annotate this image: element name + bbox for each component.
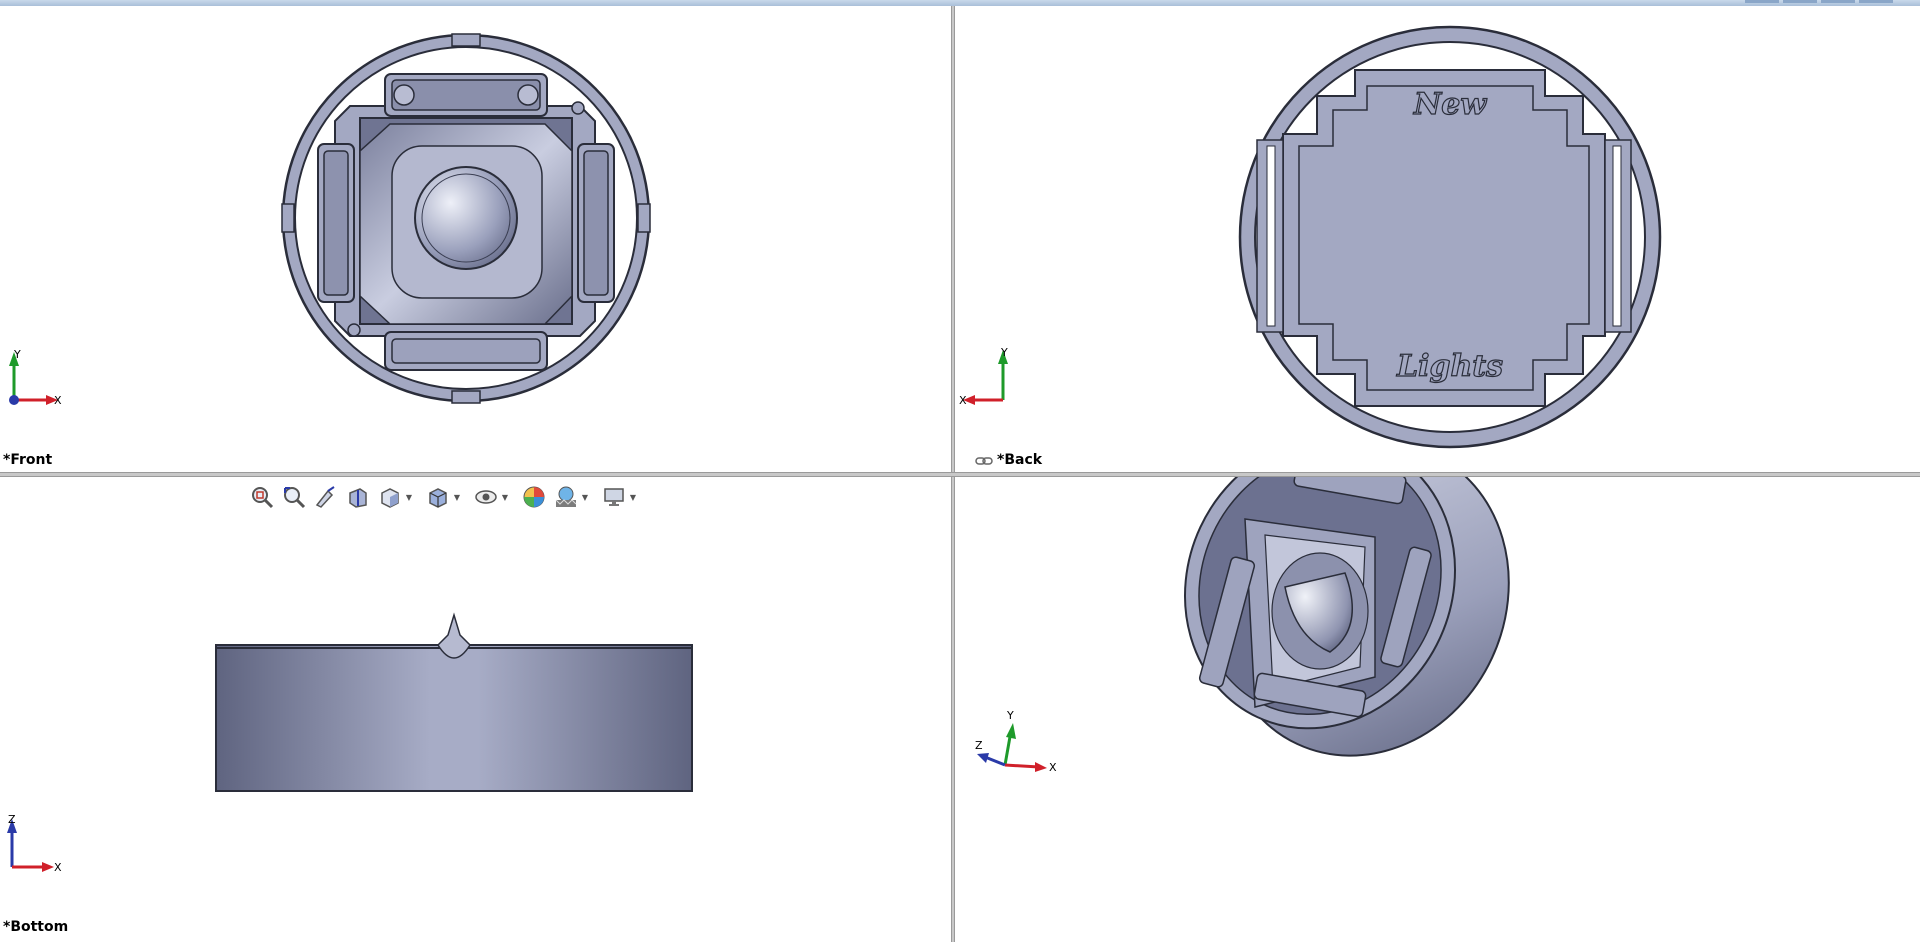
minimize-button[interactable] xyxy=(1745,0,1779,3)
viewport-isometric[interactable]: Y Z X xyxy=(955,477,1920,942)
axis-triad-front xyxy=(9,352,58,405)
axis-y-label: Y xyxy=(14,348,21,361)
link-icon[interactable] xyxy=(975,456,993,466)
front-view-model xyxy=(9,33,651,405)
view-orientation-dropdown[interactable]: ▼ xyxy=(405,492,413,502)
engraving-top: New xyxy=(1413,87,1488,122)
display-style-icon[interactable] xyxy=(424,483,452,511)
hide-show-items-icon[interactable] xyxy=(472,483,500,511)
apply-scene-dropdown[interactable]: ▼ xyxy=(581,492,589,502)
previous-view-icon[interactable] xyxy=(312,483,340,511)
view-settings-icon[interactable] xyxy=(600,483,628,511)
axis-x-label: X xyxy=(1049,761,1057,774)
axis-x-label: X xyxy=(54,394,62,407)
tile-button[interactable] xyxy=(1821,0,1855,3)
zoom-to-fit-icon[interactable] xyxy=(248,483,276,511)
zoom-to-area-icon[interactable] xyxy=(280,483,308,511)
restore-button[interactable] xyxy=(1783,0,1817,3)
display-style-dropdown[interactable]: ▼ xyxy=(453,492,461,502)
axis-triad-back xyxy=(963,350,1008,405)
view-orientation-icon[interactable] xyxy=(376,483,404,511)
heads-up-view-toolbar: ▼ ▼ ▼ ▼ ▼ xyxy=(248,482,644,512)
section-view-icon[interactable] xyxy=(344,483,372,511)
back-view-model: New Lights xyxy=(963,25,1662,449)
axis-triad-iso xyxy=(977,723,1047,772)
axis-triad-bottom xyxy=(7,819,54,872)
window-title-bar xyxy=(0,0,1920,6)
axis-z-label: Z xyxy=(975,739,983,752)
apply-scene-icon[interactable] xyxy=(552,483,580,511)
bottom-view-model xyxy=(7,612,693,872)
isometric-view-model xyxy=(977,477,1510,772)
engraving-bottom: Lights xyxy=(1396,349,1503,384)
viewport-label-back: *Back xyxy=(997,452,1043,468)
edit-appearance-icon[interactable] xyxy=(520,483,548,511)
viewport-bottom[interactable]: Z X *Bottom xyxy=(0,477,951,942)
viewport-label-front: *Front xyxy=(3,452,53,468)
viewport-back[interactable]: New Lights Y X *Back xyxy=(955,6,1920,472)
horizontal-viewport-splitter[interactable] xyxy=(0,472,1920,477)
close-button[interactable] xyxy=(1859,0,1893,3)
axis-x-label: X xyxy=(959,394,967,407)
hide-show-items-dropdown[interactable]: ▼ xyxy=(501,492,509,502)
viewport-front[interactable]: Y X *Front xyxy=(0,6,951,472)
axis-y-label: Y xyxy=(1007,709,1014,722)
axis-z-label: Z xyxy=(8,813,16,826)
viewport-label-bottom: *Bottom xyxy=(3,919,69,935)
axis-x-label: X xyxy=(54,861,62,874)
view-settings-dropdown[interactable]: ▼ xyxy=(629,492,637,502)
axis-y-label: Y xyxy=(1001,346,1008,359)
